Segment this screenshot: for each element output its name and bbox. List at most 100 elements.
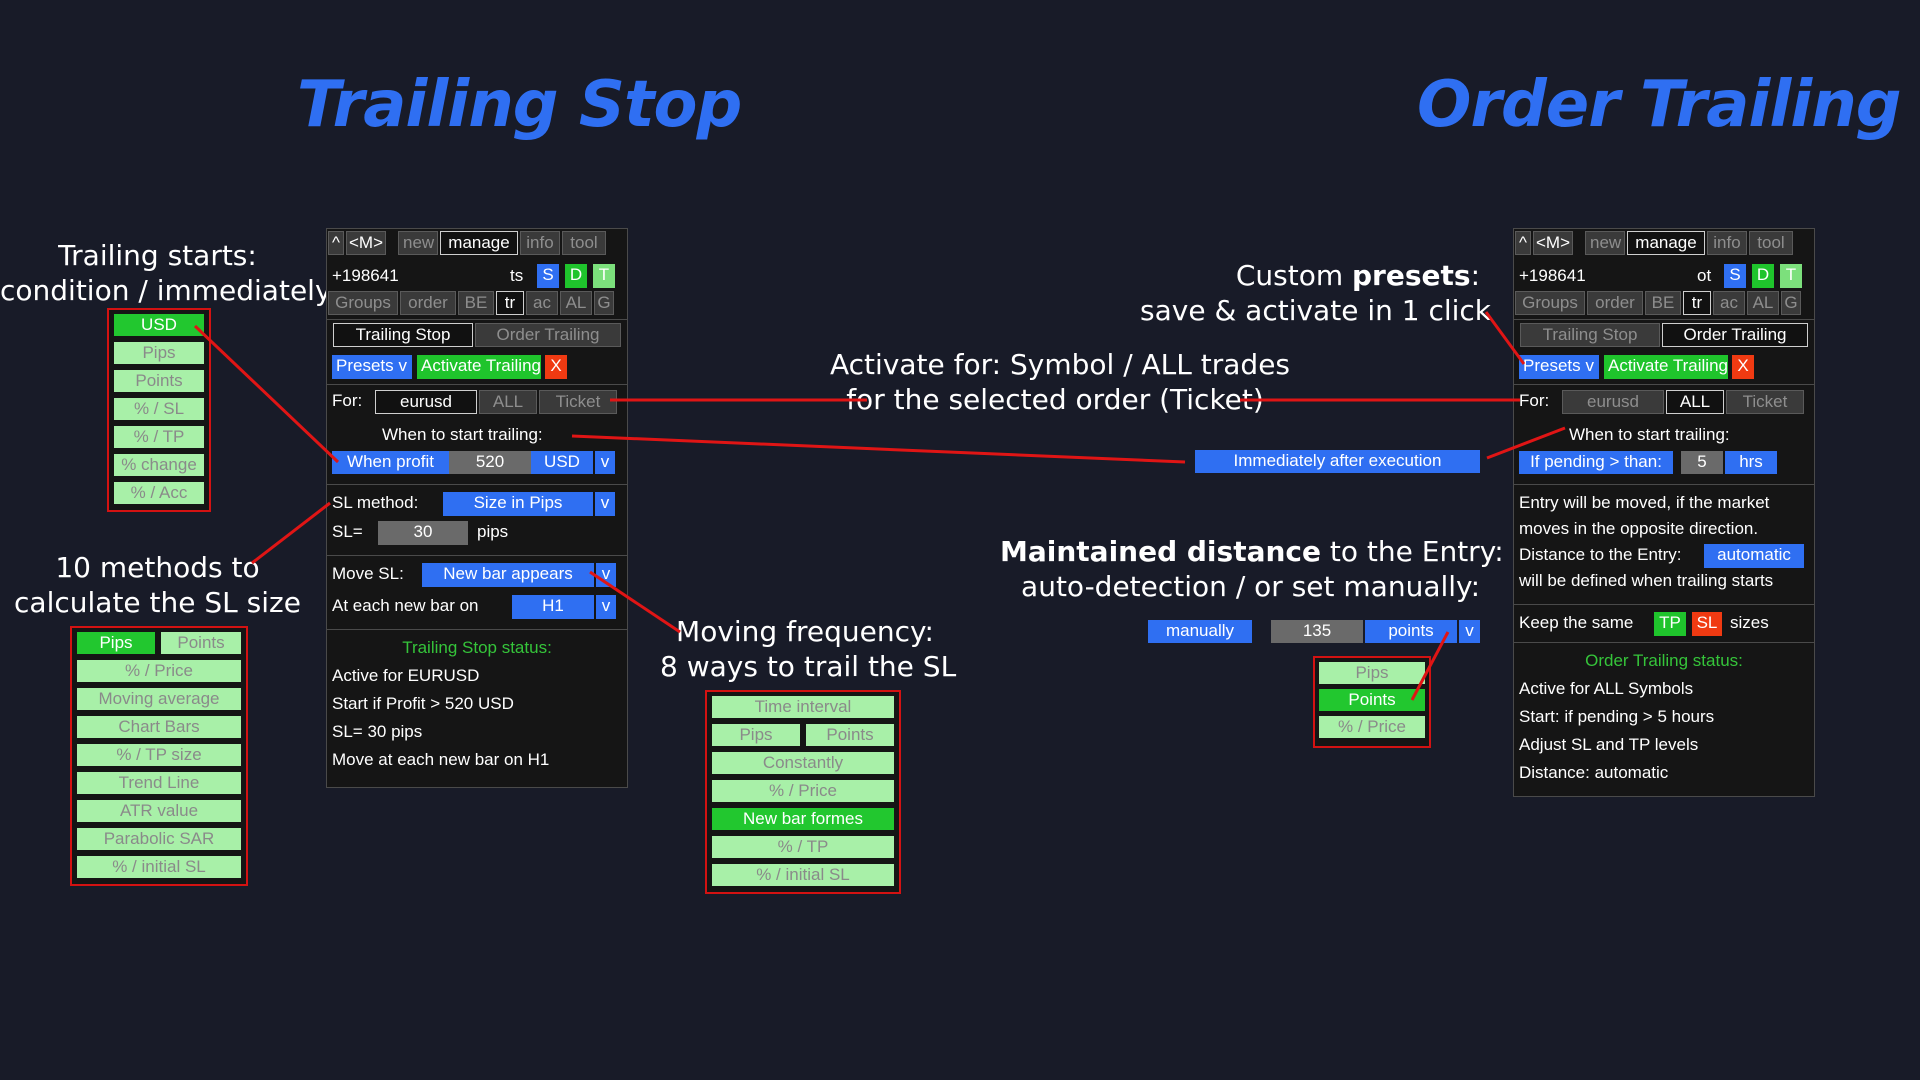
sl-method-item[interactable]: Moving average [77,688,241,710]
legend-points[interactable]: Points [114,370,204,392]
manual-distance-unit[interactable]: points [1365,620,1457,643]
tab-tool[interactable]: tool [562,231,606,255]
subtab-tr[interactable]: tr [1683,291,1711,315]
subtab-order[interactable]: order [1587,291,1643,315]
timeframe-dropdown[interactable]: H1 [512,595,594,619]
sound-button[interactable]: S [537,264,559,288]
chevron-down-icon[interactable]: v [595,451,615,474]
subtab-al[interactable]: AL [1747,291,1779,315]
for-ticket-option[interactable]: Ticket [1726,390,1804,414]
move-method-time-interval[interactable]: Time interval [712,696,894,718]
distance-unit-pips[interactable]: Pips [1319,662,1425,684]
immediately-after-execution-button[interactable]: Immediately after execution [1195,450,1480,473]
d-button[interactable]: D [565,264,587,288]
keep-tp-toggle[interactable]: TP [1654,612,1686,636]
subtab-g[interactable]: G [594,291,614,315]
for-all-option[interactable]: ALL [479,390,537,414]
when-pending-value[interactable]: 5 [1681,451,1723,474]
sl-method-item[interactable]: % / TP size [77,744,241,766]
sl-method-item[interactable]: ATR value [77,800,241,822]
move-method-pips[interactable]: Pips [712,724,800,746]
move-method-item[interactable]: % / TP [712,836,894,858]
subtab-al[interactable]: AL [560,291,592,315]
legend-percent-change[interactable]: % change [114,454,204,476]
legend-pips[interactable]: Pips [114,342,204,364]
legend-usd[interactable]: USD [114,314,204,336]
divider [327,319,627,320]
tab-m[interactable]: <M> [1533,231,1573,255]
d-button[interactable]: D [1752,264,1774,288]
sl-value-input[interactable]: 30 [378,521,468,545]
subtab-ac[interactable]: ac [1713,291,1745,315]
tab-new[interactable]: new [398,231,438,255]
chevron-down-icon[interactable]: v [596,595,616,619]
t-button[interactable]: T [1780,264,1802,288]
manual-distance-value[interactable]: 135 [1271,620,1363,643]
move-sl-dropdown[interactable]: New bar appears [422,563,594,587]
chevron-down-icon: v [398,356,408,375]
distance-dropdown[interactable]: automatic [1704,544,1804,568]
when-profit-value[interactable]: 520 [449,451,531,474]
t-button[interactable]: T [593,264,615,288]
legend-percent-acc[interactable]: % / Acc [114,482,204,504]
move-method-item[interactable]: New bar formes [712,808,894,830]
distance-unit-points[interactable]: Points [1319,689,1425,711]
tab-manage[interactable]: manage [440,231,518,255]
sl-method-item[interactable]: Parabolic SAR [77,828,241,850]
sl-method-points[interactable]: Points [161,632,241,654]
manual-mode-button[interactable]: manually [1148,620,1252,643]
for-all-option[interactable]: ALL [1666,390,1724,414]
collapse-button[interactable]: ^ [328,231,344,255]
tab-info[interactable]: info [520,231,560,255]
sound-button[interactable]: S [1724,264,1746,288]
tab-new[interactable]: new [1585,231,1625,255]
tab-trailing-stop[interactable]: Trailing Stop [1520,323,1660,347]
tab-tool[interactable]: tool [1749,231,1793,255]
chevron-down-icon[interactable]: v [595,492,615,516]
subtab-be[interactable]: BE [1645,291,1681,315]
move-method-item[interactable]: % / initial SL [712,864,894,886]
tab-m[interactable]: <M> [346,231,386,255]
legend-percent-tp[interactable]: % / TP [114,426,204,448]
when-pending-unit[interactable]: hrs [1725,451,1777,474]
keep-sl-toggle[interactable]: SL [1692,612,1722,636]
sl-method-item[interactable]: % / Price [77,660,241,682]
distance-unit-percent-price[interactable]: % / Price [1319,716,1425,738]
for-symbol-option[interactable]: eurusd [375,390,477,414]
sl-method-dropdown[interactable]: Size in Pips [443,492,593,516]
subtab-tr[interactable]: tr [496,291,524,315]
tab-manage[interactable]: manage [1627,231,1705,255]
move-method-item[interactable]: Constantly [712,752,894,774]
manual-unit-dropdown-button[interactable]: v [1459,620,1480,643]
tab-trailing-stop[interactable]: Trailing Stop [333,323,473,347]
close-icon[interactable]: X [1732,355,1754,379]
subtab-groups[interactable]: Groups [328,291,398,315]
tab-info[interactable]: info [1707,231,1747,255]
activate-trailing-button[interactable]: Activate Trailing [1604,355,1728,379]
sl-method-item[interactable]: Chart Bars [77,716,241,738]
subtab-g[interactable]: G [1781,291,1801,315]
subtab-order[interactable]: order [400,291,456,315]
collapse-button[interactable]: ^ [1515,231,1531,255]
legend-percent-sl[interactable]: % / SL [114,398,204,420]
subtab-be[interactable]: BE [458,291,494,315]
subtab-ac[interactable]: ac [526,291,558,315]
for-ticket-option[interactable]: Ticket [539,390,617,414]
move-method-points[interactable]: Points [806,724,894,746]
sl-method-item[interactable]: Trend Line [77,772,241,794]
sl-method-pips[interactable]: Pips [77,632,155,654]
for-symbol-option[interactable]: eurusd [1562,390,1664,414]
subtab-groups[interactable]: Groups [1515,291,1585,315]
activate-trailing-button[interactable]: Activate Trailing [417,355,541,379]
when-profit-unit[interactable]: USD [531,451,593,474]
when-pending-dropdown[interactable]: If pending > than: [1519,451,1673,474]
move-method-item[interactable]: % / Price [712,780,894,802]
tab-order-trailing[interactable]: Order Trailing [475,323,621,347]
close-icon[interactable]: X [545,355,567,379]
sl-method-item[interactable]: % / initial SL [77,856,241,878]
each-new-bar-label: At each new bar on [332,596,479,615]
when-profit-dropdown[interactable]: When profit [332,451,449,474]
tab-order-trailing[interactable]: Order Trailing [1662,323,1808,347]
